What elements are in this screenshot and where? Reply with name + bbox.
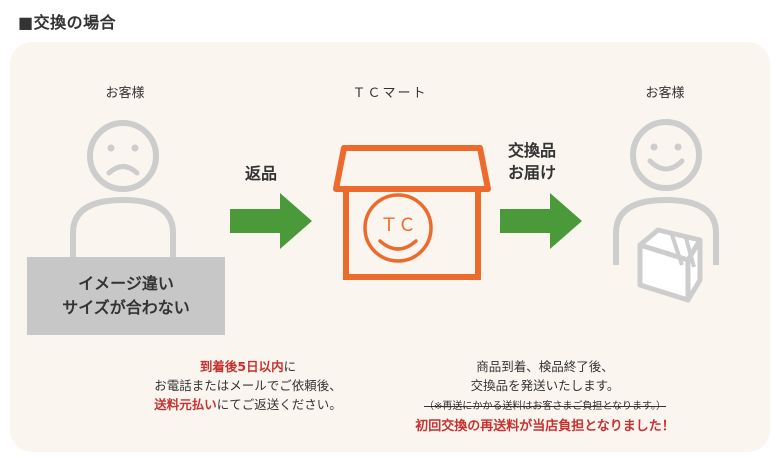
free-reshipping-notice: 初回交換の再送料が当店負担となりました！ <box>415 419 675 434</box>
return-label: 返品 <box>245 164 278 183</box>
deadline-suffix: に <box>283 359 297 374</box>
return-instructions: 到着後5日以内に お電話またはメールでご依頼後、 送料元払いにてご返送ください。 <box>118 357 378 414</box>
deliver-label-line-2: お届け <box>508 163 557 182</box>
store-label: ＴＣマート <box>352 86 428 101</box>
section-heading: ■交換の場合 <box>18 13 117 32</box>
dispatch-text: 交換品を発送いたします。 <box>470 378 620 393</box>
shipping-prepaid-text: 送料元払い <box>154 397 217 412</box>
exchange-instructions: 商品到着、検品終了後、 交換品を発送いたします。 （※再送にかかる送料はお客さま… <box>385 357 705 436</box>
struck-shipping-note: （※再送にかかる送料はお客さまご負担となります。） <box>423 401 667 412</box>
deliver-label-line-1: 交換品 <box>508 141 557 160</box>
deliver-arrow-icon <box>500 193 582 249</box>
deadline-text: 到着後5日以内 <box>199 359 284 374</box>
store-logo-text: ＴＣ <box>380 215 416 236</box>
happy-customer-icon <box>613 119 719 303</box>
inspection-text: 商品到着、検品終了後、 <box>476 359 614 374</box>
customer-left-label: お客様 <box>105 86 145 101</box>
package-box-icon <box>637 227 703 303</box>
return-request-text: にてご返送ください。 <box>216 397 342 412</box>
sad-customer-icon <box>70 120 176 268</box>
return-reason-box: イメージ違い サイズが合わない <box>27 257 225 335</box>
reason-line-1: イメージ違い <box>78 274 174 293</box>
store-house-icon: ＴＣ <box>333 145 491 280</box>
customer-right-label: お客様 <box>645 86 685 101</box>
return-arrow-icon <box>230 193 312 249</box>
contact-text: お電話またはメールでご依頼後、 <box>154 378 342 393</box>
reason-line-2: サイズが合わない <box>62 298 190 317</box>
deliver-label: 交換品 お届け <box>508 140 556 184</box>
